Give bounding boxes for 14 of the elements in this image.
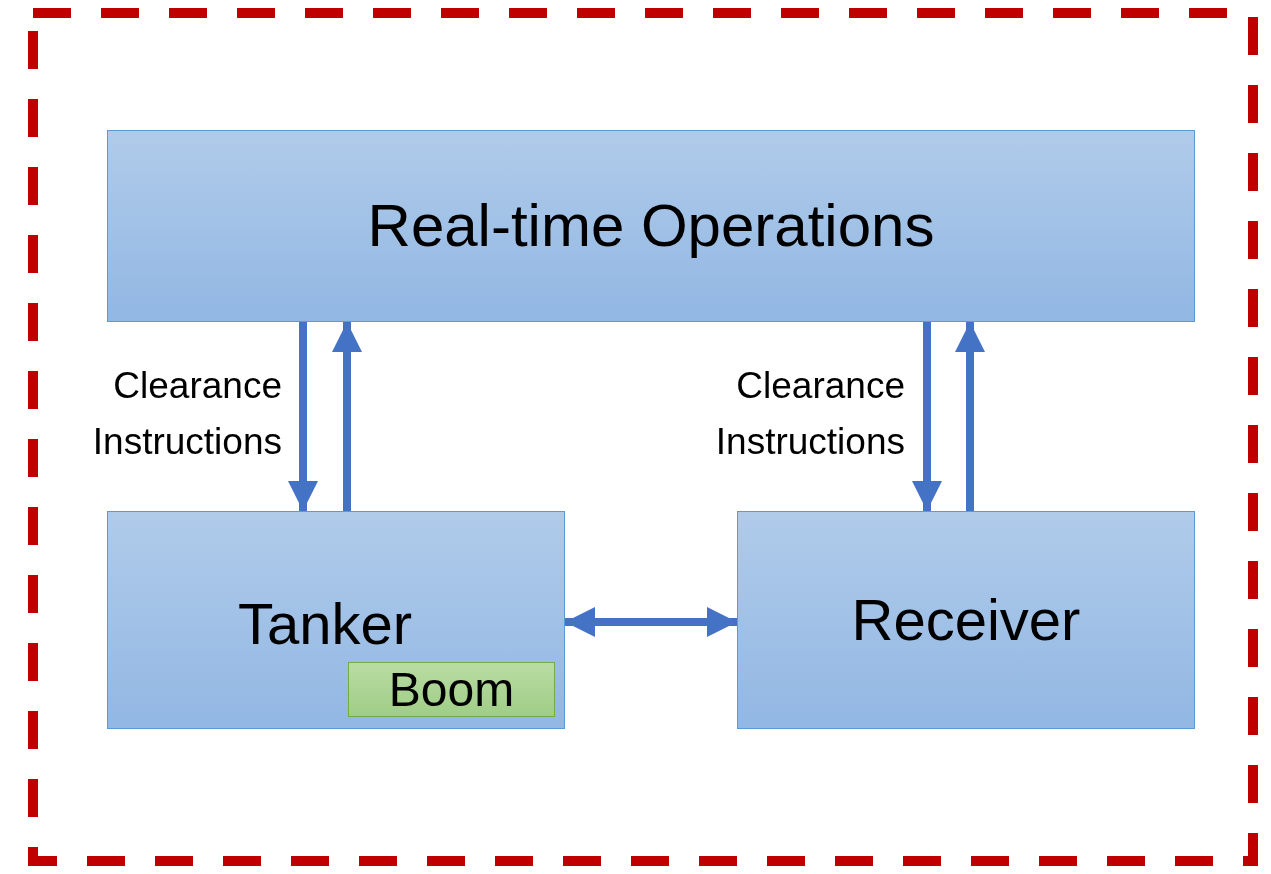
arrow — [912, 322, 942, 511]
arrow — [332, 322, 362, 511]
process-box — [737, 511, 1195, 729]
process-box — [107, 511, 565, 729]
process-box — [107, 130, 1195, 322]
arrow — [288, 322, 318, 511]
arrow — [955, 322, 985, 511]
dashed-boundary-box — [28, 8, 1258, 866]
node-label: Boom — [388, 665, 515, 714]
component-box — [348, 662, 555, 717]
node-label: Real-time Operations — [367, 196, 935, 256]
double-arrow — [565, 607, 737, 637]
node-label: Tanker — [238, 595, 413, 653]
node-label: Receiver — [851, 591, 1081, 649]
